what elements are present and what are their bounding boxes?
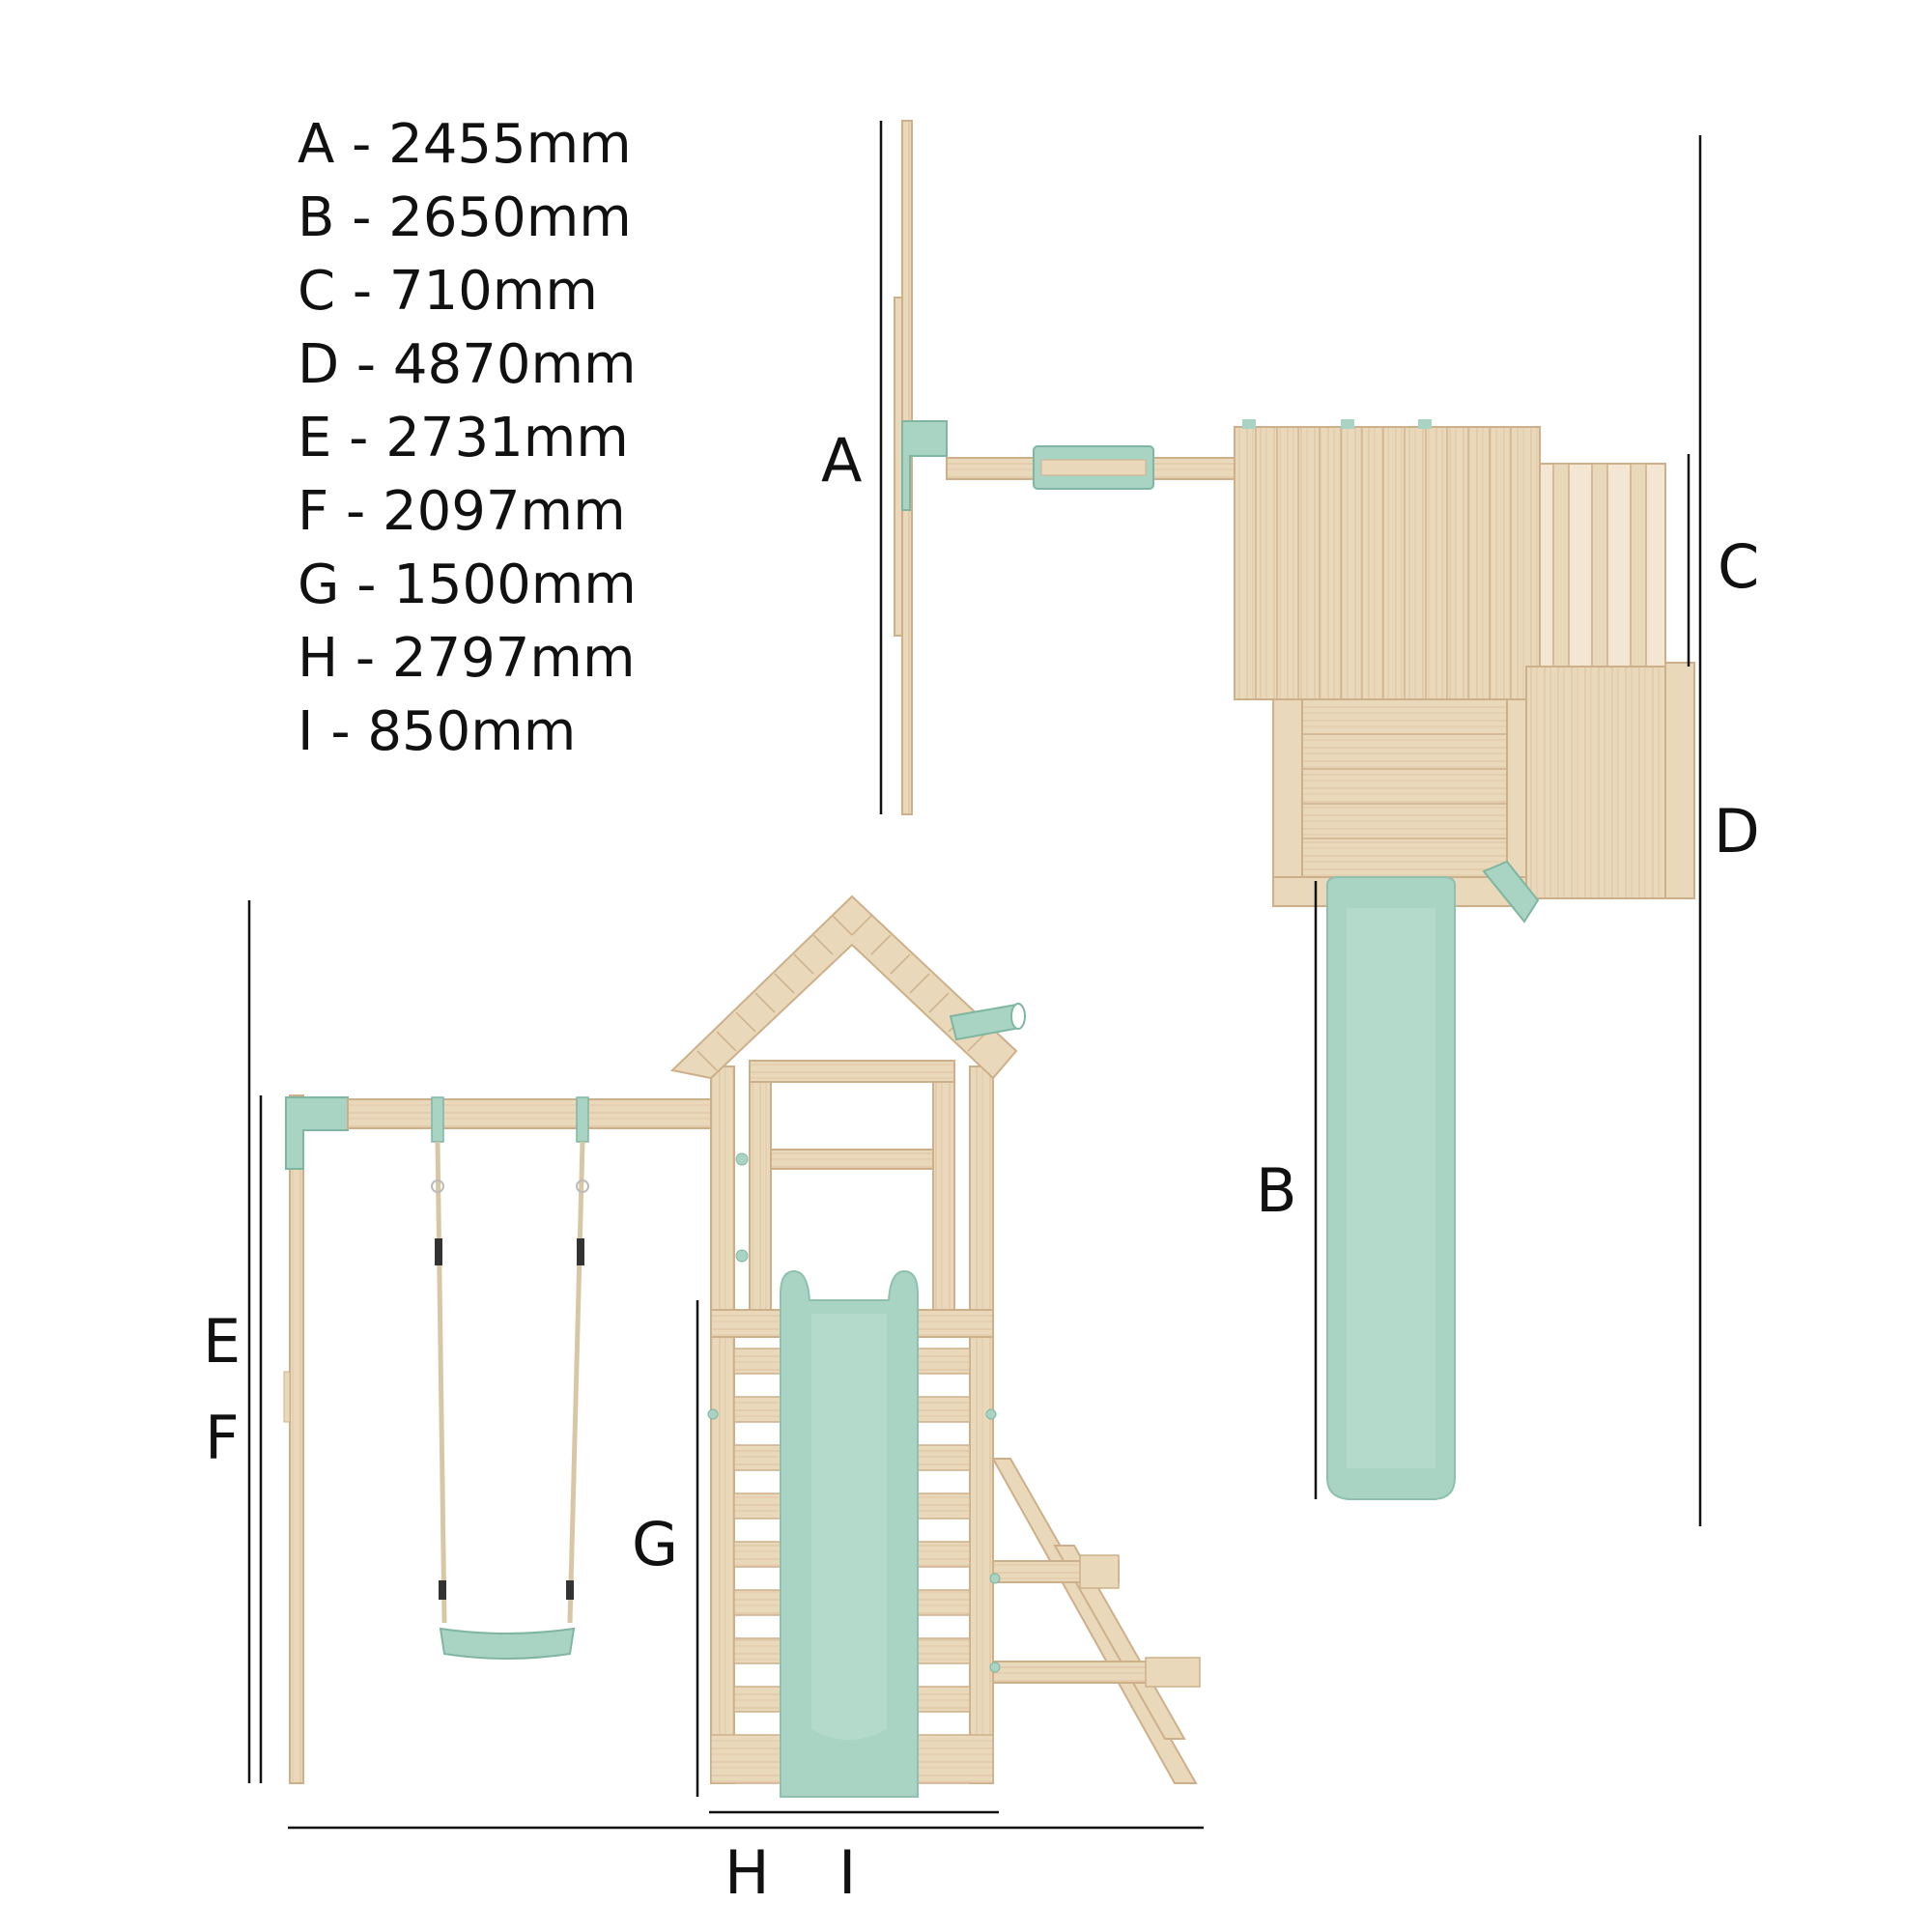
label-f: F	[205, 1403, 240, 1473]
dimension-a: A - 2455mm	[298, 113, 632, 176]
beam-connector-top	[901, 420, 948, 511]
swing-seat	[439, 1627, 576, 1660]
dimension-e: E - 2731mm	[298, 407, 629, 469]
dimension-h: H - 2797mm	[298, 627, 636, 690]
dimension-i: I - 850mm	[298, 700, 577, 763]
dimension-c: C - 710mm	[298, 260, 598, 323]
corner-bracket	[285, 1096, 349, 1170]
label-d: D	[1714, 796, 1760, 867]
dimension-f: F - 2097mm	[298, 480, 626, 543]
label-h: H	[724, 1837, 770, 1908]
roof-top	[1234, 426, 1541, 700]
telescope-top	[1482, 860, 1540, 923]
dimension-b: B - 2650mm	[298, 186, 632, 249]
roof	[669, 895, 1018, 1080]
swing-rope-right	[567, 1141, 585, 1624]
ladder	[991, 1458, 1201, 1784]
top-view	[894, 120, 1695, 1500]
label-e: E	[203, 1306, 242, 1377]
label-i: I	[838, 1837, 857, 1908]
swing-rope-left	[435, 1141, 447, 1624]
label-b: B	[1256, 1155, 1297, 1226]
platform-top	[1274, 698, 1508, 878]
label-a: A	[821, 425, 863, 496]
dimension-g: G - 1500mm	[298, 554, 637, 616]
front-view	[283, 895, 1201, 1798]
tower-post-right	[969, 1065, 994, 1784]
dimension-lines	[247, 121, 1702, 1830]
dimension-legend: A - 2455mm B - 2650mm C - 710mm D - 4870…	[298, 108, 637, 769]
tower-post-left	[710, 1065, 735, 1784]
swing-post	[289, 1094, 304, 1784]
swing-beam	[347, 1098, 716, 1129]
label-g: G	[632, 1509, 679, 1579]
label-c: C	[1718, 531, 1760, 602]
dimension-d: D - 4870mm	[298, 333, 637, 396]
